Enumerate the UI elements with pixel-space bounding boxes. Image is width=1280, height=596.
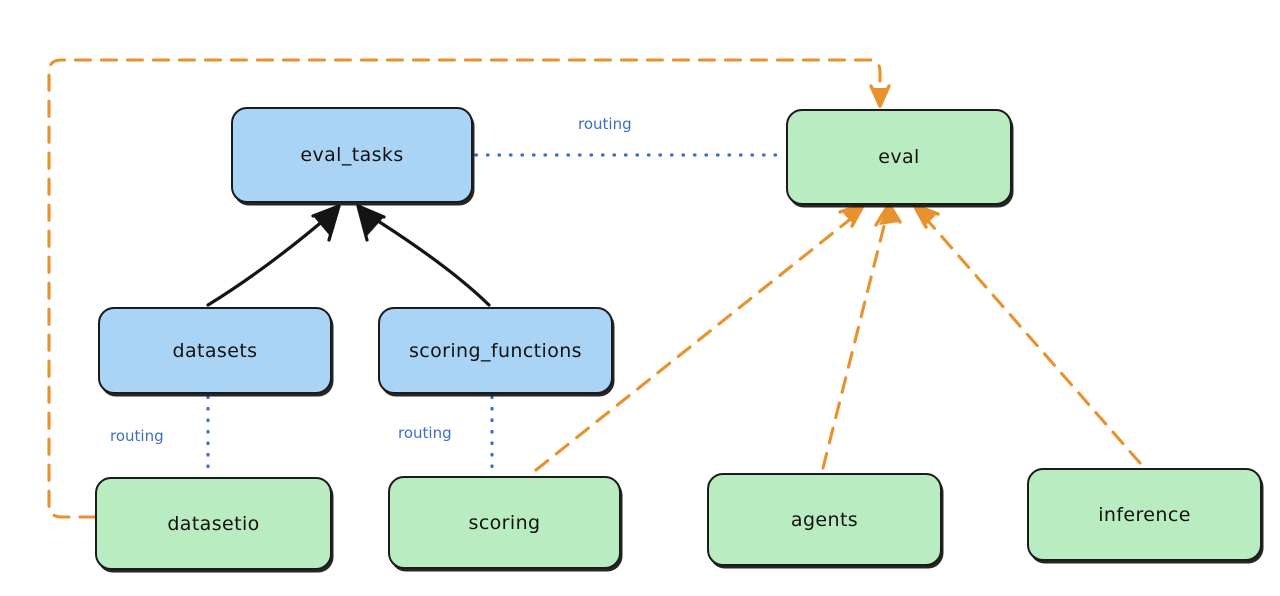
node-label: scoring xyxy=(468,511,541,534)
edge-scoring_functions-to-eval_tasks xyxy=(356,204,491,307)
edge-label-routing-datasets-datasetio: routing xyxy=(110,427,164,445)
node-label: scoring_functions xyxy=(409,339,582,362)
node-scoring-functions[interactable]: scoring_functions xyxy=(378,307,613,394)
node-inference[interactable]: inference xyxy=(1027,468,1262,561)
node-eval-tasks[interactable]: eval_tasks xyxy=(231,107,473,203)
edge-inference-to-eval xyxy=(912,203,1142,465)
node-label: agents xyxy=(790,508,859,531)
node-datasetio[interactable]: datasetio xyxy=(95,477,332,570)
node-label: eval_tasks xyxy=(300,144,404,166)
node-label: eval xyxy=(878,146,920,168)
node-scoring[interactable]: scoring xyxy=(388,476,621,569)
node-label: inference xyxy=(1098,503,1191,526)
edge-datasets-to-eval_tasks xyxy=(206,204,341,307)
node-datasets[interactable]: datasets xyxy=(98,307,332,394)
node-agents[interactable]: agents xyxy=(707,473,942,566)
node-label: datasetio xyxy=(167,512,260,535)
node-eval[interactable]: eval xyxy=(786,109,1012,205)
edge-label-routing-eval-tasks-eval: routing xyxy=(578,115,632,133)
node-label: datasets xyxy=(172,339,258,362)
edge-agents-to-eval xyxy=(821,202,902,470)
edge-label-routing-scoring-functions-scoring: routing xyxy=(398,424,452,442)
